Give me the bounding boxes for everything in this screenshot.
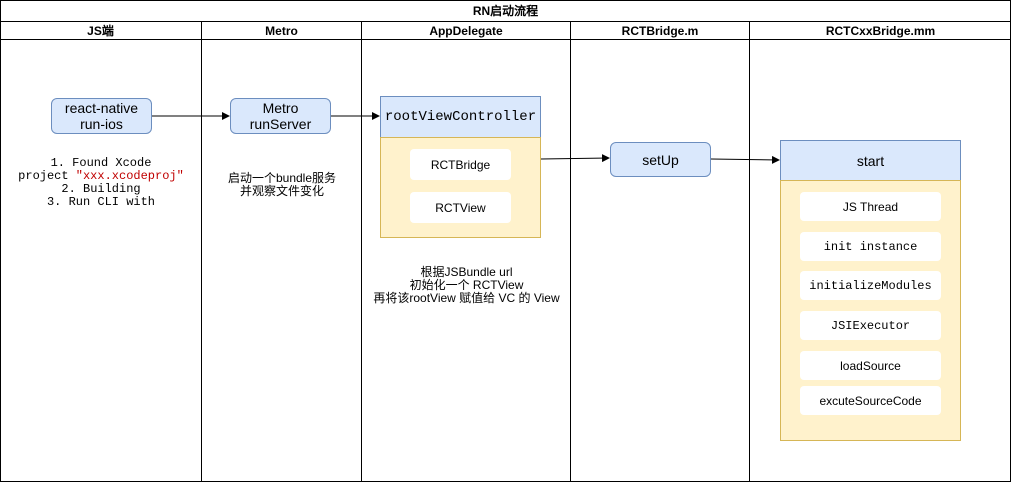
start-step-initialize-modules[interactable]: initializeModules xyxy=(800,271,941,300)
run-ios-note: 1. Found Xcode project "xxx.xcodeproj" 2… xyxy=(0,157,202,209)
note-line: 3. Run CLI with xyxy=(46,195,156,209)
start-step-load-source[interactable]: loadSource xyxy=(800,351,941,380)
note-line: 2. Building xyxy=(61,182,141,196)
node-line: run-ios xyxy=(80,116,123,132)
root-view-controller-header[interactable]: rootViewController xyxy=(380,96,541,138)
lane-divider xyxy=(201,22,202,482)
lane-divider xyxy=(361,22,362,482)
node-line: runServer xyxy=(249,116,312,132)
note-line: 启动一个bundle服务 xyxy=(227,171,337,185)
start-step-init-instance[interactable]: init instance xyxy=(800,232,941,261)
note-text: project xyxy=(18,169,76,183)
note-line: 并观察文件变化 xyxy=(239,184,324,198)
start-header[interactable]: start xyxy=(780,140,961,181)
metro-run-server-node[interactable]: Metro runServer xyxy=(230,98,331,134)
note-line: 1. Found Xcode xyxy=(50,156,152,170)
metro-note: 启动一个bundle服务 并观察文件变化 xyxy=(202,172,362,198)
node-line: Metro xyxy=(262,100,299,116)
node-line: react-native xyxy=(64,100,139,116)
note-line: 根据JSBundle url xyxy=(420,265,513,279)
rct-bridge-card[interactable]: RCTBridge xyxy=(410,149,511,180)
arrow-rootviewcontroller-to-setup xyxy=(540,154,610,163)
diagram-title: RN启动流程 xyxy=(0,0,1011,22)
arrow-setup-to-start xyxy=(710,155,780,164)
start-step-excute-source-code[interactable]: excuteSourceCode xyxy=(800,386,941,415)
note-line: 初始化一个 RCTView xyxy=(409,278,524,292)
note-line: project "xxx.xcodeproj" xyxy=(0,170,202,183)
note-line: 再将该rootView 赋值给 VC 的 View xyxy=(373,291,560,305)
app-delegate-note: 根据JSBundle url 初始化一个 RCTView 再将该rootView… xyxy=(362,266,571,305)
rct-view-card[interactable]: RCTView xyxy=(410,192,511,223)
start-step-js-thread[interactable]: JS Thread xyxy=(800,192,941,221)
react-native-run-ios-node[interactable]: react-native run-ios xyxy=(51,98,152,134)
lane-header-rctcxxbridge: RCTCxxBridge.mm xyxy=(750,22,1011,40)
start-step-jsi-executor[interactable]: JSIExecutor xyxy=(800,311,941,340)
note-string: "xxx.xcodeproj" xyxy=(75,169,184,183)
lane-divider xyxy=(749,22,750,482)
lane-divider xyxy=(570,22,571,482)
setup-node[interactable]: setUp xyxy=(610,142,711,177)
